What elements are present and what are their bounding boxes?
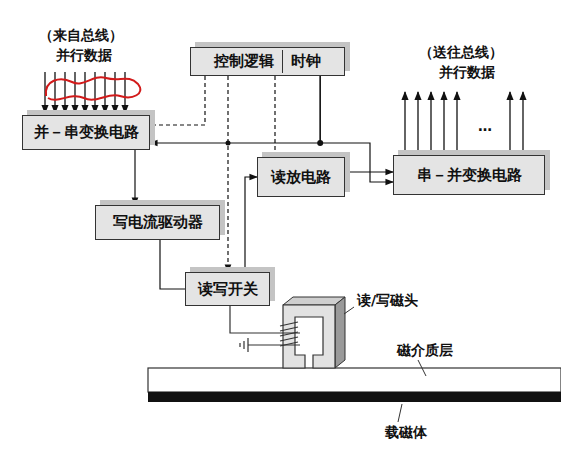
bus-arrow	[417, 92, 418, 153]
signal-line	[160, 240, 185, 289]
annotation-label: 载磁体	[384, 424, 428, 441]
head-core-side	[335, 297, 345, 368]
bus-arrow	[64, 72, 65, 113]
coil-turn	[280, 337, 298, 341]
box-label: 读放电路	[263, 166, 339, 189]
box-label: 读写开关	[190, 278, 266, 301]
substrate	[148, 392, 561, 402]
annotation-label: 并行数据	[438, 64, 496, 81]
ground-symbol	[240, 338, 248, 352]
bus-arrow	[54, 72, 55, 113]
circuit-box: 串－并变换电路	[393, 155, 545, 195]
head-coil	[280, 322, 298, 346]
magnetic-layer	[148, 368, 561, 392]
annotation-label: 磁介质层	[396, 342, 454, 359]
head-wire	[230, 306, 300, 333]
bus-arrow	[443, 92, 444, 153]
annotation-label: …	[477, 118, 493, 135]
box-label: 并－串变换电路	[26, 121, 147, 144]
leader-line	[344, 307, 354, 314]
box-label: 时钟	[282, 50, 329, 73]
circuit-box: 读写开关	[185, 272, 270, 306]
coil-turn	[280, 327, 298, 331]
head-wire	[248, 344, 300, 345]
signal-line	[345, 171, 393, 172]
annotation-label: 读/写磁头	[356, 292, 419, 309]
annotation-label: 并行数据	[55, 47, 113, 64]
circuit-box: 并－串变换电路	[22, 115, 150, 150]
signal-line	[134, 150, 135, 205]
head-core	[283, 305, 335, 368]
circuit-box: 控制逻辑时钟	[190, 47, 345, 76]
coil-turn	[280, 322, 298, 326]
box-label: 控制逻辑	[206, 50, 282, 73]
box-label: 写电流驱动器	[105, 211, 211, 234]
signal-line	[150, 76, 320, 143]
bus-arrow	[84, 72, 85, 113]
bus-output-arrows	[405, 92, 523, 153]
annotation-label: （来自总线）	[38, 27, 124, 44]
control-line	[150, 76, 205, 125]
annotation-label: （送往总线）	[418, 44, 504, 61]
bus-arrow	[74, 72, 75, 113]
control-line	[227, 76, 228, 272]
junction-dot	[317, 140, 323, 146]
bus-arrow	[522, 92, 523, 153]
bus-arrow	[509, 92, 510, 153]
signal-line	[245, 177, 257, 272]
control-line	[274, 76, 275, 157]
circuit-box: 写电流驱动器	[95, 205, 220, 240]
junction-dot	[226, 141, 231, 146]
circuit-box: 读放电路	[257, 157, 345, 197]
leader-line	[418, 360, 426, 376]
bus-arrow	[456, 92, 457, 153]
red-annotation	[46, 77, 141, 99]
bus-arrow	[404, 92, 405, 153]
leader-line	[398, 404, 402, 422]
box-label: 串－并变换电路	[409, 164, 530, 187]
bus-arrow	[430, 92, 431, 153]
